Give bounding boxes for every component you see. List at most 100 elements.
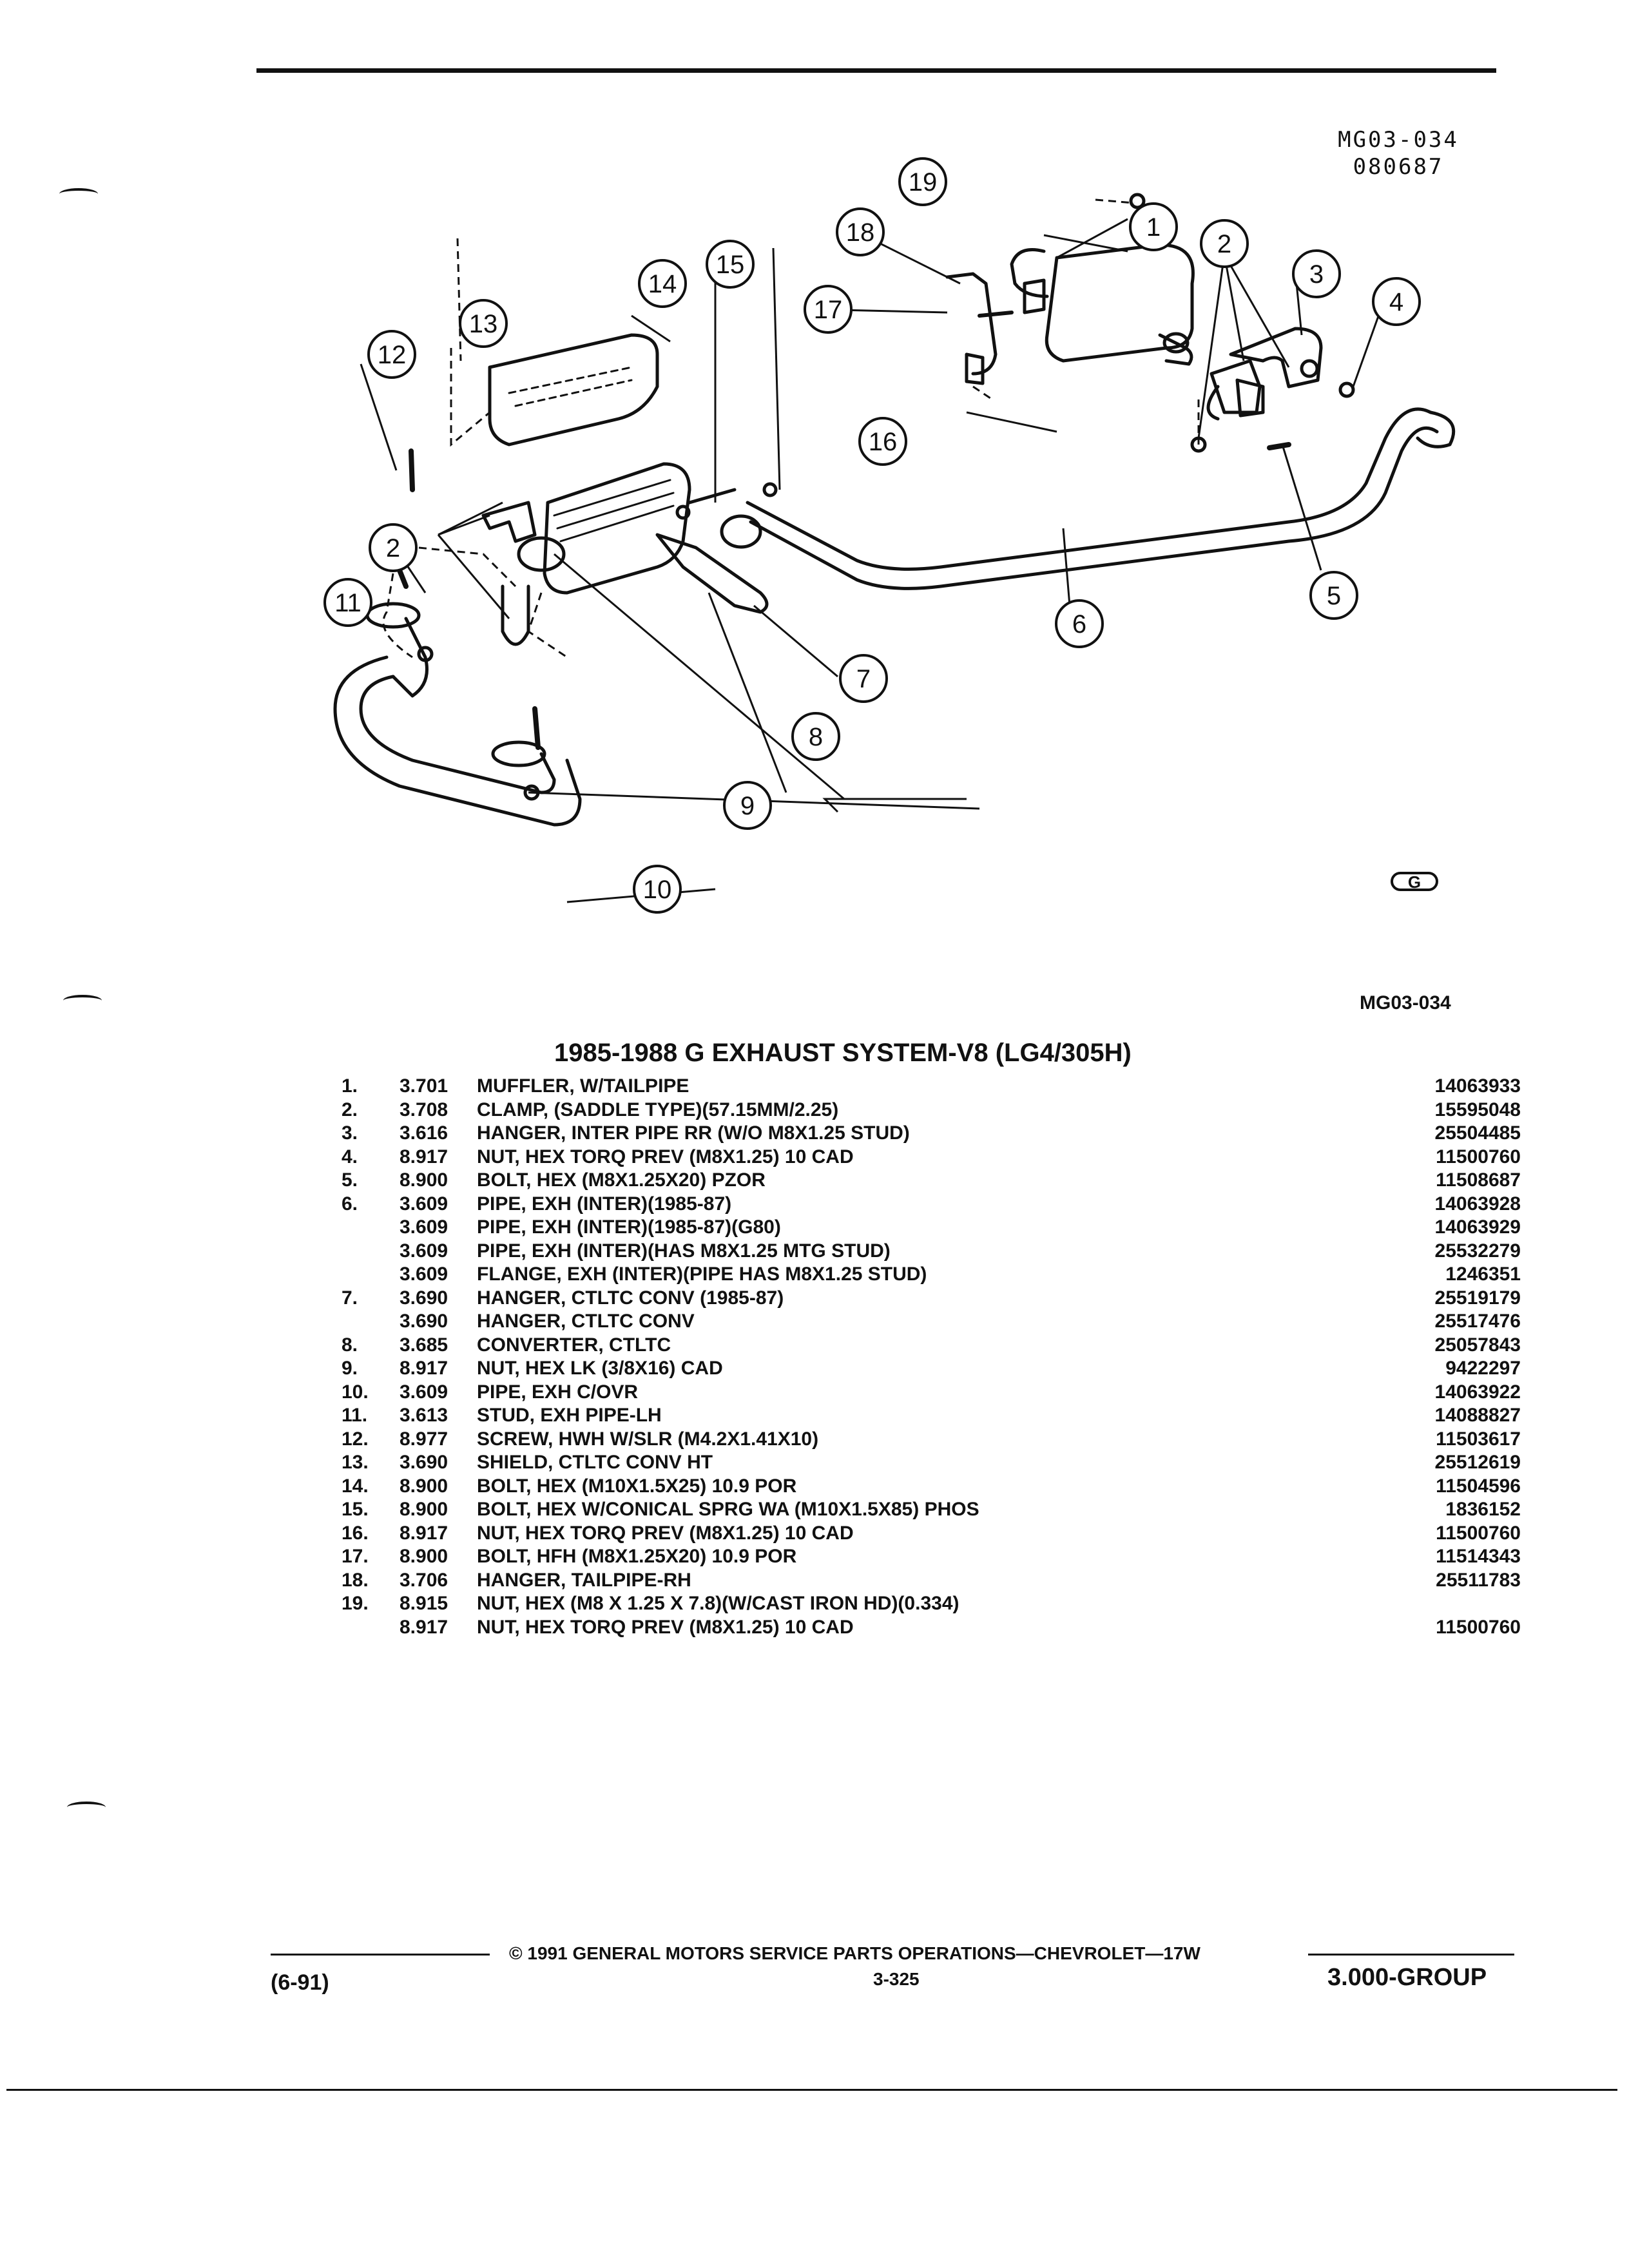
tailpipe-hanger (945, 272, 998, 376)
item-number: 11. (342, 1405, 368, 1426)
callout-2-rear: 2 (1217, 230, 1231, 258)
part-name: NUT (477, 1522, 515, 1544)
item-number: 8. (342, 1334, 358, 1356)
part-description: SHIELD, CTLTC CONV HT (477, 1451, 1392, 1475)
bolt-head (675, 505, 691, 520)
group-number: 3.701 (400, 1075, 448, 1097)
group-number: 8.917 (400, 1616, 448, 1638)
part-name: HANGER (477, 1287, 561, 1309)
part-description: HANGER, TAILPIPE-RH (477, 1569, 1392, 1593)
part-detail: , TAILPIPE-RH (561, 1569, 691, 1591)
item-number: 10. (342, 1381, 369, 1403)
part-detail: , HFH (M8X1.25X20) 10.9 POR (526, 1546, 797, 1567)
part-name: HANGER (477, 1569, 561, 1591)
group-number: 8.900 (400, 1546, 448, 1567)
part-number: 9422297 (1445, 1358, 1521, 1379)
front-clamp (481, 501, 537, 543)
group-number: 3.690 (400, 1311, 448, 1332)
part-detail: , HWH W/SLR (M4.2X1.41X10) (548, 1428, 819, 1450)
part-name: STUD (477, 1405, 530, 1426)
part-description: PIPE, EXH (INTER)(1985-87) (477, 1193, 1392, 1216)
converter-hanger (655, 533, 769, 614)
group-number: 3.613 (400, 1405, 448, 1426)
gm-logo-letter: G (1408, 872, 1421, 892)
item-number: 19. (342, 1593, 369, 1614)
part-detail: , W/TAILPIPE (569, 1075, 689, 1097)
group-number: 8.900 (400, 1475, 448, 1497)
part-name: PIPE (477, 1216, 521, 1238)
group-number: 3.609 (400, 1381, 448, 1403)
group-label: 3.000-GROUP (1327, 1964, 1487, 1991)
parts-row: 8.917 NUT, HEX TORQ PREV (M8X1.25) 10 CAD… (342, 1616, 1521, 1640)
part-name: PIPE (477, 1381, 521, 1403)
callout-17: 17 (814, 296, 843, 324)
part-number: 25504485 (1434, 1122, 1521, 1144)
part-description: MUFFLER, W/TAILPIPE (477, 1075, 1392, 1099)
part-number: 1246351 (1445, 1264, 1521, 1285)
part-name: BOLT (477, 1169, 526, 1191)
exhaust-system-diagram: 1 2 3 4 5 6 7 8 9 10 11 12 13 14 15 16 1… (323, 157, 1456, 914)
bottom-rule (6, 2089, 1617, 2091)
part-description: NUT, HEX TORQ PREV (M8X1.25) 10 CAD (477, 1616, 1392, 1640)
part-number: 14063928 (1434, 1193, 1521, 1215)
item-number (342, 1216, 400, 1240)
part-number: 11500760 (1436, 1522, 1521, 1544)
part-number: 25517476 (1434, 1311, 1521, 1332)
figure-ref-code: MG03-034 080687 (1321, 126, 1476, 180)
part-detail: , (SADDLE TYPE)(57.15MM/2.25) (543, 1099, 839, 1120)
part-number: 11500760 (1436, 1616, 1521, 1638)
part-name: HANGER (477, 1311, 561, 1332)
part-detail: , EXH (INTER)(1985-87)(G80) (521, 1216, 781, 1238)
group-number: 3.609 (400, 1264, 448, 1285)
callout-9: 9 (740, 792, 755, 820)
item-number: 16. (342, 1522, 369, 1544)
footer-rule-right (1308, 1954, 1514, 1956)
part-number: 25532279 (1434, 1240, 1521, 1262)
callout-2-front: 2 (386, 534, 400, 562)
callout-13: 13 (469, 310, 498, 338)
footer-rule-left (271, 1954, 490, 1956)
item-number (342, 1263, 400, 1287)
part-description: BOLT, HEX W/CONICAL SPRG WA (M10X1.5X85)… (477, 1498, 1392, 1522)
page-title: 1985-1988 G EXHAUST SYSTEM-V8 (LG4/305H) (554, 1039, 1132, 1067)
item-number: 15. (342, 1499, 369, 1520)
rear-hanger (1229, 327, 1323, 389)
item-number: 3. (342, 1122, 358, 1144)
callout-18: 18 (846, 218, 875, 247)
part-detail: , HEX W/CONICAL SPRG WA (M10X1.5X85) PHO… (526, 1499, 979, 1520)
part-name: NUT (477, 1146, 515, 1168)
part-name: CLAMP (477, 1099, 543, 1120)
part-description: CONVERTER, CTLTC (477, 1334, 1392, 1358)
part-name: NUT (477, 1616, 515, 1638)
callout-16: 16 (869, 428, 898, 456)
u-bolt (501, 584, 530, 646)
part-detail: , HEX TORQ PREV (M8X1.25) 10 CAD (514, 1146, 854, 1168)
part-number: 25511783 (1436, 1569, 1521, 1591)
part-number: 1836152 (1445, 1499, 1521, 1520)
top-rule (256, 68, 1496, 73)
group-number: 3.706 (400, 1569, 448, 1591)
part-detail: , HEX (M8 X 1.25 X 7.8)(W/CAST IRON HD)(… (514, 1593, 959, 1614)
group-number: 3.616 (400, 1122, 448, 1144)
hex-nut (417, 646, 434, 662)
part-number: 25057843 (1434, 1334, 1521, 1356)
group-number: 8.917 (400, 1358, 448, 1379)
catalytic-converter (543, 462, 691, 595)
part-description: BOLT, HEX (M10X1.5X25) 10.9 POR (477, 1475, 1392, 1499)
part-description: BOLT, HEX (M8X1.25X20) PZOR (477, 1169, 1392, 1193)
page-number: 3-325 (873, 1969, 920, 1989)
part-description: STUD, EXH PIPE-LH (477, 1404, 1392, 1428)
binder-mark-middle (63, 995, 102, 1006)
